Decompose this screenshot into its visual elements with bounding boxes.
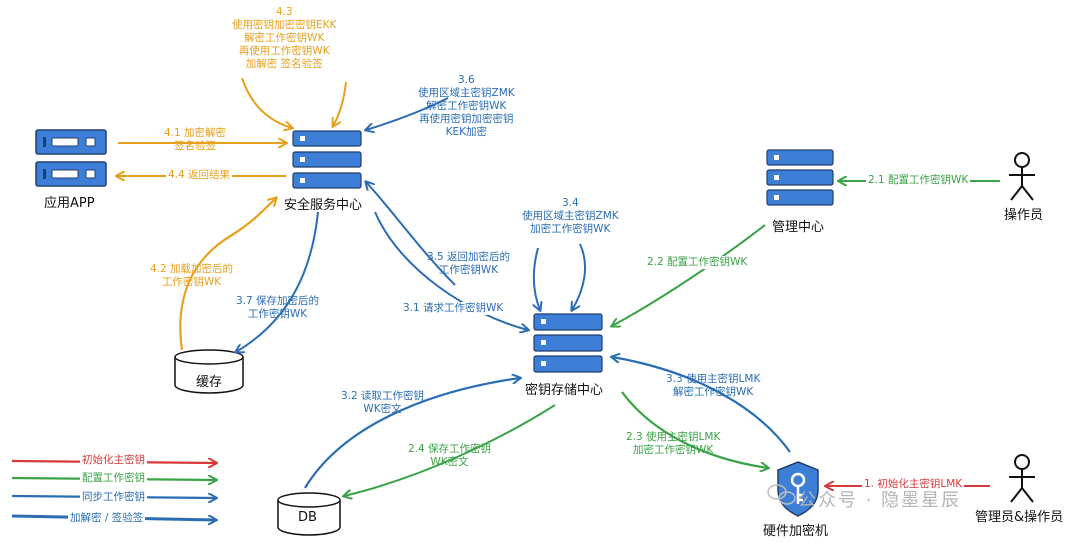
node-admin-operator-label: 管理员&操作员 xyxy=(975,510,1064,525)
node-operator-label: 操作员 xyxy=(1004,208,1044,223)
arrow-3-7 xyxy=(236,211,319,352)
wechat-icon xyxy=(767,484,796,505)
label-1: 1. 初始化主密钥LMK xyxy=(862,478,965,491)
arrow-3-4-a xyxy=(534,247,540,310)
arrow-4-2 xyxy=(179,198,276,351)
legend-label-crypto: 加解密 / 签验签 xyxy=(68,510,146,525)
label-2-1: 2.1 配置工作密钥WK xyxy=(866,174,971,187)
admin-operator-person-icon xyxy=(1009,454,1035,503)
label-4-1: 4.1 加密解密签名验签 xyxy=(164,127,227,152)
arrow-3-4-b xyxy=(572,243,587,310)
watermark-text: 公众号 · 隐墨星辰 xyxy=(798,490,962,511)
arrow-2-2 xyxy=(612,224,766,326)
arrow-3-3 xyxy=(612,357,791,453)
node-key-store-label: 密钥存储中心 xyxy=(525,383,604,398)
security-center-server-icon xyxy=(292,130,362,189)
node-hsm-label: 硬件加密机 xyxy=(763,524,829,539)
hsm-shield-key-icon xyxy=(777,461,819,517)
arrow-2-3 xyxy=(621,391,768,468)
arrow-3-2 xyxy=(304,378,520,489)
node-cache-label: 缓存 xyxy=(196,375,223,390)
arrow-2-4 xyxy=(344,404,556,496)
arrow-3-5 xyxy=(366,182,456,286)
mgmt-center-server-icon xyxy=(766,149,834,206)
arrow-3-1 xyxy=(374,211,528,330)
label-4-2: 4.2 加载加密后的工作密钥WK xyxy=(150,263,234,288)
legend-label-sync: 同步工作密钥 xyxy=(80,489,147,504)
legend-label-config: 配置工作密钥 xyxy=(80,470,147,485)
node-app-label: 应用APP xyxy=(44,196,95,211)
cache-database-icon xyxy=(174,349,244,394)
label-3-1: 3.1 请求工作密钥WK xyxy=(401,302,506,315)
label-4-4: 4.4 返回结果 xyxy=(166,169,233,182)
label-3-5: 3.5 返回加密后的工作密钥WK xyxy=(427,251,511,276)
node-mgmt-center-label: 管理中心 xyxy=(772,220,825,235)
node-db-label: DB xyxy=(298,510,317,525)
arrow-3-6 xyxy=(366,97,449,130)
db-database-icon xyxy=(277,492,341,536)
label-2-2: 2.2 配置工作密钥WK xyxy=(645,256,750,269)
operator-person-icon xyxy=(1009,152,1035,201)
legend-label-init: 初始化主密钥 xyxy=(80,452,147,467)
app-server-icon xyxy=(35,129,107,187)
arrow-4-3-b xyxy=(333,81,347,126)
node-security-center-label: 安全服务中心 xyxy=(284,198,363,213)
arrow-4-3-a xyxy=(241,77,292,128)
label-3-7: 3.7 保存加密后的工作密钥WK xyxy=(236,295,320,320)
key-store-server-icon xyxy=(533,313,603,373)
